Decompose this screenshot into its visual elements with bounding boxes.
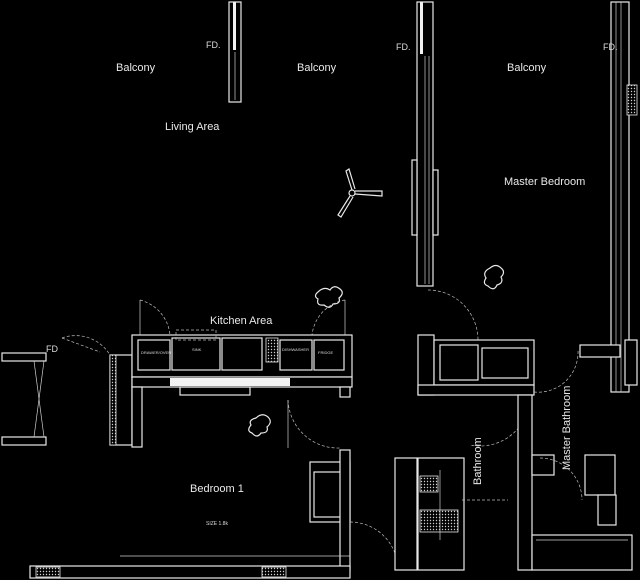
living-area-label: Living Area <box>165 121 220 133</box>
master-bedroom-walls <box>417 289 621 447</box>
bathroom-walls <box>394 394 533 571</box>
kitchen-area-label: Kitchen Area <box>210 315 273 327</box>
bedroom-1-walls <box>29 386 399 579</box>
kitchen-unit-dishwasher: DISHWASHER <box>282 347 309 352</box>
bathroom-label: Bathroom <box>472 437 484 485</box>
wall-column-mid <box>411 1 439 287</box>
balcony-label-3: Balcony <box>507 62 547 74</box>
left-balcony <box>1 335 133 446</box>
wall-column-right <box>610 1 638 393</box>
kitchen-unit-sink: SINK <box>192 347 202 352</box>
balcony-label-1: Balcony <box>116 62 156 74</box>
ceiling-fan-icon <box>337 168 383 218</box>
master-bathroom-walls <box>531 454 633 571</box>
fd-label-top-left: FD. <box>206 40 221 50</box>
master-bathroom-label: Master Bathroom <box>561 386 573 470</box>
balcony-label-2: Balcony <box>297 62 337 74</box>
master-bedroom-label: Master Bedroom <box>504 176 585 188</box>
fd-label-left: FD <box>46 344 58 354</box>
fd-label-top-right: FD. <box>603 42 618 52</box>
kitchen-area: DRAWER/OVEN SINK DISHWASHER FRIDGE <box>131 299 353 396</box>
plant-icon <box>248 264 505 437</box>
kitchen-unit-fridge: FRIDGE <box>318 350 333 355</box>
bedroom-1-label: Bedroom 1 <box>190 483 244 495</box>
fd-label-top-mid: FD. <box>396 42 411 52</box>
wall-column-left <box>228 1 242 103</box>
size-note: SIZE 1.8k <box>206 521 228 527</box>
kitchen-unit-drawer: DRAWER/OVEN <box>141 350 171 355</box>
